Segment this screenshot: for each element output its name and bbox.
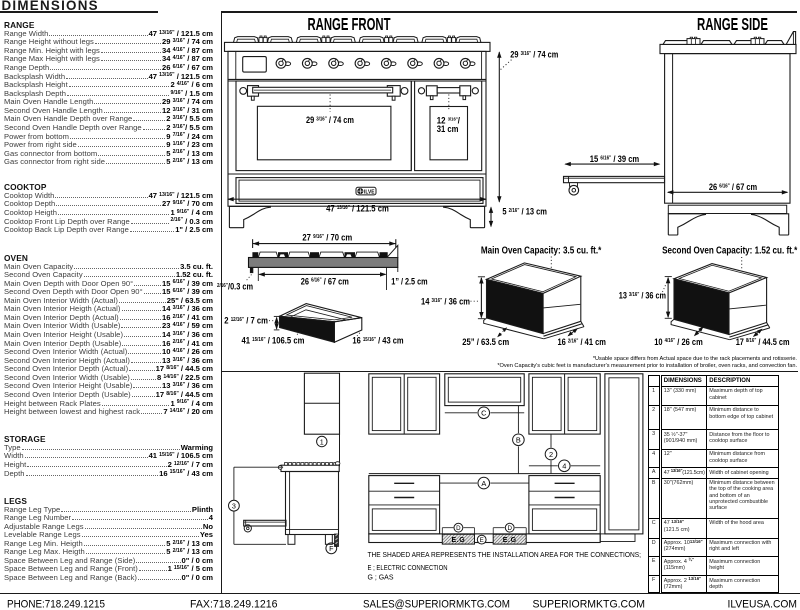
svg-text:3: 3: [232, 502, 236, 511]
svg-text:F: F: [329, 544, 334, 553]
svg-text:25” / 63.5 cm: 25” / 63.5 cm: [462, 336, 509, 347]
svg-text:16 2/16” / 41 cm: 16 2/16” / 41 cm: [557, 336, 606, 347]
svg-text:2 12/16” / 7 cm: 2 12/16” / 7 cm: [224, 316, 268, 326]
svg-text:A: A: [481, 479, 486, 488]
svg-text:26 6/16” / 67 cm: 26 6/16” / 67 cm: [709, 182, 757, 192]
svg-text:1: 1: [320, 437, 324, 446]
svg-text:C: C: [481, 409, 487, 418]
svg-text:26 6/16” / 67 cm: 26 6/16” / 67 cm: [301, 276, 349, 286]
svg-text:5 2/16” / 13 cm: 5 2/16” / 13 cm: [502, 207, 547, 217]
svg-text:2: 2: [549, 450, 553, 459]
svg-text:17 8/16” / 44.5 cm: 17 8/16” / 44.5 cm: [736, 336, 790, 347]
svg-text:RANGE FRONT: RANGE FRONT: [308, 14, 391, 34]
svg-text:15 6/16” / 39 cm: 15 6/16” / 39 cm: [590, 154, 639, 164]
svg-text:31 cm: 31 cm: [437, 124, 459, 134]
svg-text:29 3/16” / 74 cm: 29 3/16” / 74 cm: [510, 50, 558, 60]
svg-text:16 15/16” / 43 cm: 16 15/16” / 43 cm: [352, 336, 403, 346]
svg-text:*Usable space differs from Act: *Usable space differs from Actual space …: [593, 356, 798, 362]
svg-text:4: 4: [562, 462, 566, 471]
svg-text:29 3/16” / 74 cm: 29 3/16” / 74 cm: [306, 115, 354, 125]
svg-text:Second Oven Capacity: 1.52 cu.: Second Oven Capacity: 1.52 cu. ft.*: [662, 245, 797, 256]
svg-text:ILVEUSA.COM: ILVEUSA.COM: [728, 599, 798, 610]
svg-text:PHONE:718.249.1215: PHONE:718.249.1215: [7, 599, 105, 610]
svg-text:RANGE SIDE: RANGE SIDE: [697, 14, 768, 34]
svg-text:41 15/16” / 106.5 cm: 41 15/16” / 106.5 cm: [242, 336, 305, 346]
svg-text:12 3/16”/: 12 3/16”/: [437, 115, 461, 125]
svg-text:SALES@SUPERIORMKTG.COM: SALES@SUPERIORMKTG.COM: [363, 599, 510, 610]
svg-text:2/16”/0.3 cm: 2/16”/0.3 cm: [217, 282, 253, 292]
svg-text:B: B: [516, 436, 521, 445]
svg-text:SUPERIORMKTG.COM: SUPERIORMKTG.COM: [533, 599, 646, 610]
svg-text:13 3/16” / 36 cm: 13 3/16” / 36 cm: [619, 291, 666, 301]
svg-text:FAX:718.249.1216: FAX:718.249.1216: [190, 599, 278, 610]
svg-text:D: D: [507, 525, 512, 532]
svg-text:10 4/16” / 26 cm: 10 4/16” / 26 cm: [654, 336, 703, 347]
svg-text:ILVE: ILVE: [364, 189, 375, 195]
svg-text:1” / 2.5 cm: 1” / 2.5 cm: [391, 276, 427, 286]
svg-text:27 9/16” / 70 cm: 27 9/16” / 70 cm: [302, 233, 352, 243]
svg-text:D: D: [456, 525, 461, 532]
svg-text:14 3/16” / 36 cm: 14 3/16” / 36 cm: [421, 297, 470, 307]
svg-text:E.G: E.G: [451, 537, 465, 544]
svg-text:E ; ELECTRIC CONNECTION: E ; ELECTRIC CONNECTION: [368, 563, 448, 572]
svg-text:THE SHADED AREA REPRESENTS THE: THE SHADED AREA REPRESENTS THE INSTALLAT…: [368, 550, 642, 559]
svg-text:47 13/16” / 121.5 cm: 47 13/16” / 121.5 cm: [326, 204, 389, 215]
svg-text:Main Oven Capacity: 3.5 cu. ft: Main Oven Capacity: 3.5 cu. ft.*: [481, 245, 601, 256]
svg-text:E: E: [480, 537, 484, 544]
svg-text:G ; GAS: G ; GAS: [368, 573, 394, 582]
svg-text:E.G: E.G: [503, 537, 517, 544]
svg-text:*Oven Capacity's cubic feet is: *Oven Capacity's cubic feet is manufactu…: [497, 363, 797, 369]
